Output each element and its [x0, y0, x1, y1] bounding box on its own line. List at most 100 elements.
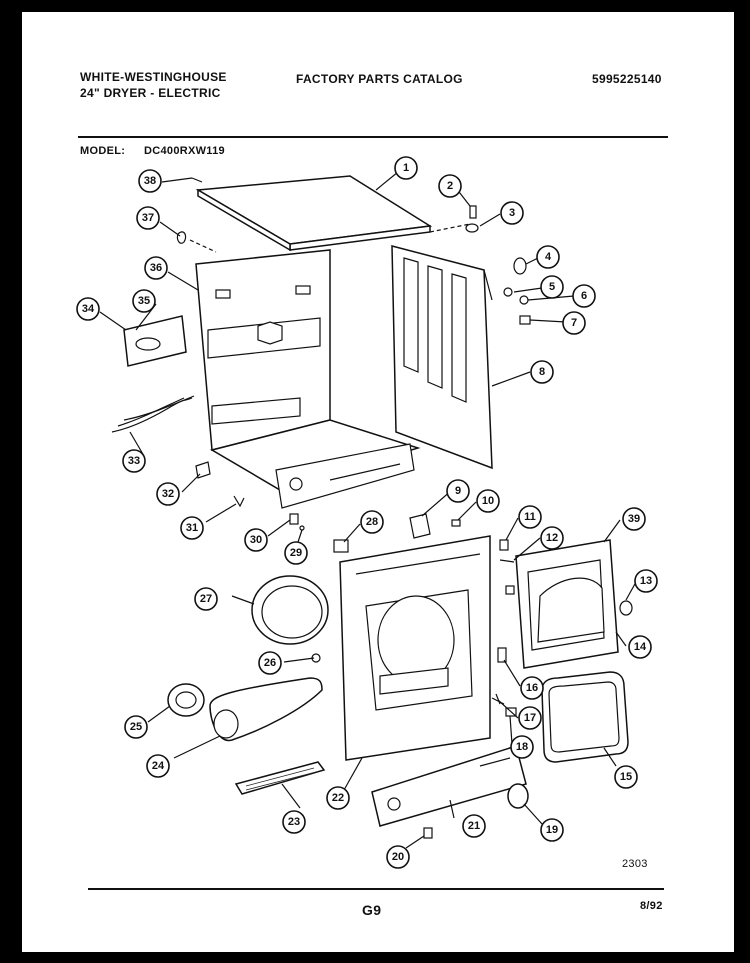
svg-text:16: 16: [526, 682, 538, 694]
svg-text:36: 36: [150, 262, 162, 274]
svg-text:26: 26: [264, 657, 276, 669]
callout-12: 12: [540, 526, 564, 550]
screw-part: [191, 177, 203, 183]
svg-text:5: 5: [549, 281, 555, 293]
callout-7: 7: [562, 311, 586, 335]
side-panel-part: [391, 245, 493, 470]
spring-part: [233, 495, 245, 508]
callout-38: 38: [138, 169, 162, 193]
top-panel-part: [195, 175, 433, 252]
front-panel-part: [339, 535, 491, 761]
callout-25: 25: [124, 715, 148, 739]
callout-5: 5: [540, 275, 564, 299]
knob-part: [507, 783, 529, 809]
lamp-socket-part: [409, 513, 431, 539]
svg-text:39: 39: [628, 513, 640, 525]
svg-text:15: 15: [620, 771, 632, 783]
callout-2: 2: [438, 174, 462, 198]
callout-31: 31: [180, 516, 204, 540]
callout-24: 24: [146, 754, 170, 778]
svg-text:24: 24: [152, 760, 165, 772]
svg-text:35: 35: [138, 295, 150, 307]
callout-22: 22: [326, 786, 350, 810]
svg-text:34: 34: [82, 303, 95, 315]
callout-10: 10: [476, 489, 500, 513]
door-part: [515, 539, 619, 669]
clip-part: [176, 231, 187, 244]
svg-text:20: 20: [392, 851, 404, 863]
callout-30: 30: [244, 528, 268, 552]
cabinet-rear-part: [195, 249, 421, 509]
svg-text:31: 31: [186, 522, 198, 534]
model-number: DC400RXW119: [144, 145, 225, 157]
bulkhead-part: [209, 677, 323, 742]
svg-text:8: 8: [539, 366, 545, 378]
svg-text:7: 7: [571, 317, 577, 329]
drum-seal-part: [251, 575, 329, 645]
svg-text:3: 3: [509, 207, 515, 219]
callout-33: 33: [122, 449, 146, 473]
callout-37: 37: [136, 206, 160, 230]
svg-text:30: 30: [250, 534, 262, 546]
latch-part: [333, 539, 349, 553]
product-name: 24" DRYER - ELECTRIC: [80, 86, 221, 100]
callout-14: 14: [628, 635, 652, 659]
seal-part: [167, 683, 205, 717]
bumper-part: [465, 205, 479, 233]
svg-text:1: 1: [403, 162, 409, 174]
control-panel-part: [371, 745, 527, 827]
page-code: G9: [362, 902, 382, 918]
vent-cover-part: [123, 315, 187, 367]
revision-date: 8/92: [640, 900, 663, 912]
svg-text:13: 13: [640, 575, 652, 587]
footer-rule: [88, 888, 664, 890]
callout-3: 3: [500, 201, 524, 225]
callout-29: 29: [284, 541, 308, 565]
brand-name: WHITE-WESTINGHOUSE: [80, 70, 227, 84]
svg-text:4: 4: [545, 251, 552, 263]
callout-21: 21: [462, 814, 486, 838]
model-label: MODEL:: [80, 145, 126, 157]
svg-text:10: 10: [482, 495, 494, 507]
svg-text:38: 38: [144, 175, 156, 187]
svg-text:6: 6: [581, 290, 587, 302]
callout-34: 34: [76, 297, 100, 321]
figure-code: 2303: [622, 858, 648, 870]
callout-27: 27: [194, 587, 218, 611]
svg-text:11: 11: [524, 511, 536, 523]
catalog-title: FACTORY PARTS CATALOG: [296, 72, 463, 86]
callout-19: 19: [540, 818, 564, 842]
svg-text:27: 27: [200, 593, 212, 605]
callout-15: 15: [614, 765, 638, 789]
grommet-part: [513, 257, 527, 275]
svg-text:14: 14: [634, 641, 647, 653]
callout-26: 26: [258, 651, 282, 675]
callout-13: 13: [634, 569, 658, 593]
part-callouts: 1 2 3 4 5 6 7 8 9 10 11 12 13 14 15 16 1…: [76, 156, 658, 869]
header-rule: [78, 136, 668, 138]
svg-text:25: 25: [130, 721, 142, 733]
svg-text:19: 19: [546, 824, 558, 836]
callout-11: 11: [518, 505, 542, 529]
svg-text:12: 12: [546, 532, 558, 544]
svg-text:21: 21: [468, 820, 480, 832]
svg-text:18: 18: [516, 741, 528, 753]
callout-23: 23: [282, 810, 306, 834]
bulb-part: [423, 827, 433, 839]
svg-text:29: 29: [290, 547, 302, 559]
svg-text:2: 2: [447, 180, 453, 192]
callout-18: 18: [510, 735, 534, 759]
leader-lines: [99, 171, 637, 849]
svg-text:33: 33: [128, 455, 140, 467]
callout-9: 9: [446, 479, 470, 503]
callout-6: 6: [572, 284, 596, 308]
callout-4: 4: [536, 245, 560, 269]
callout-39: 39: [622, 507, 646, 531]
lint-filter-part: [234, 761, 326, 795]
callout-17: 17: [518, 706, 542, 730]
svg-text:23: 23: [288, 816, 300, 828]
callout-8: 8: [530, 360, 554, 384]
svg-text:9: 9: [455, 485, 461, 497]
callout-1: 1: [394, 156, 418, 180]
